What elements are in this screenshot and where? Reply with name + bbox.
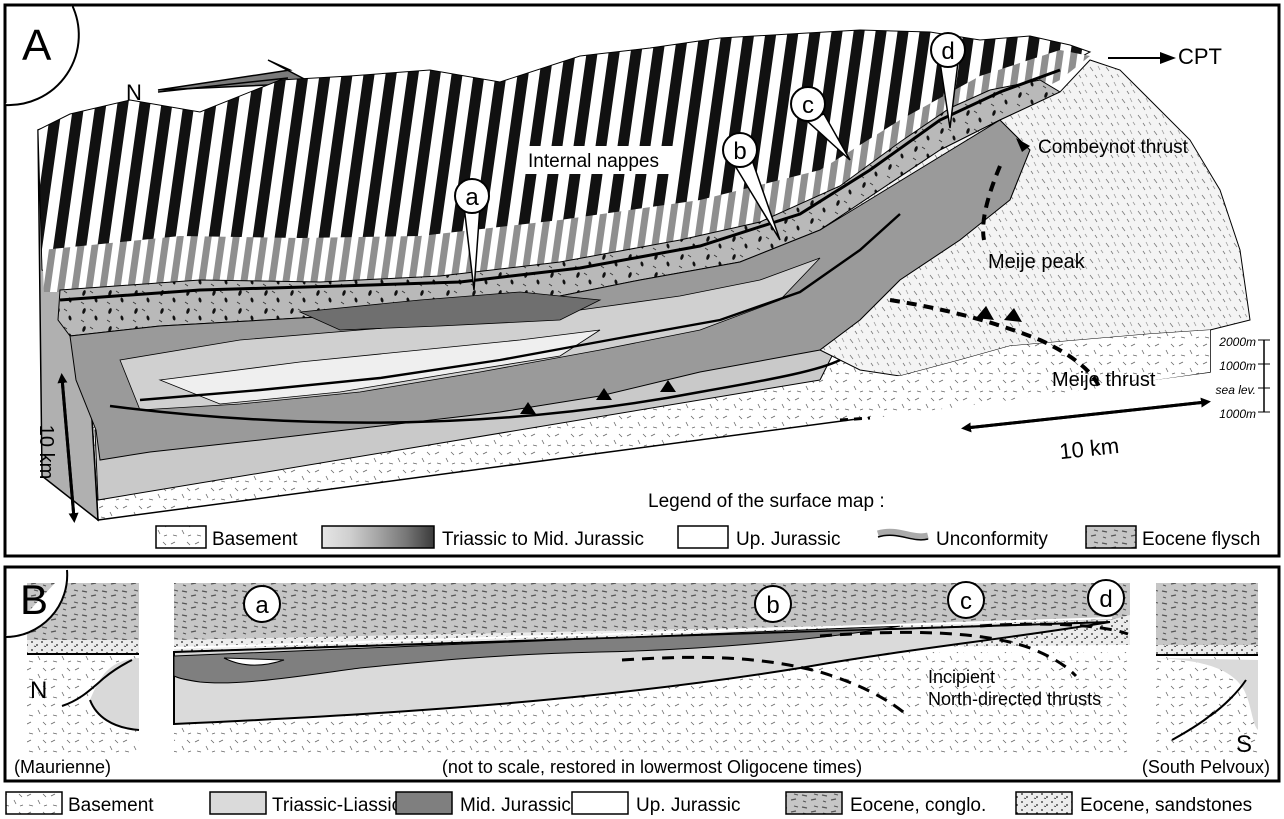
legend-triassic-swatch <box>210 792 266 814</box>
alt-tick-minus-1000: 1000m <box>1219 407 1256 421</box>
alt-tick-sea: sea lev. <box>1216 383 1256 397</box>
internal-nappes-label: Internal nappes <box>528 151 659 172</box>
meije-peak-label: Meije peak <box>988 251 1086 273</box>
section-right: S <box>1156 583 1258 758</box>
legend-a: Basement Triassic to Mid. Jurassic Up. J… <box>156 526 1260 550</box>
legend-a-eocene-swatch <box>1086 526 1136 548</box>
legend-upjurassic: Up. Jurassic <box>636 795 741 816</box>
caption-south-pelvoux: (South Pelvoux) <box>1142 757 1270 777</box>
caption-maurienne: (Maurienne) <box>14 757 111 777</box>
legend-a-triassic: Triassic to Mid. Jurassic <box>442 529 644 550</box>
legend-a-basement: Basement <box>212 529 298 550</box>
legend-upjurassic-swatch <box>572 792 628 814</box>
vertical-scale-label: 10 km <box>35 425 57 479</box>
section-center: Incipient North-directed thrusts <box>174 583 1130 756</box>
section-north-label: N <box>30 677 47 704</box>
b-marker-c: c <box>948 582 984 618</box>
panel-a: A N <box>5 5 1279 556</box>
combeynot-thrust-label: Combeynot thrust <box>1038 137 1189 158</box>
b-marker-b-label: b <box>766 592 779 619</box>
marker-d-label: d <box>941 38 954 65</box>
b-marker-a-label: a <box>255 592 269 619</box>
legend-basement-swatch <box>6 792 62 814</box>
marker-c-label: c <box>802 92 814 119</box>
b-marker-c-label: c <box>960 588 972 615</box>
legend-a-eocene: Eocene flysch <box>1142 529 1260 550</box>
marker-a-label: a <box>465 184 479 211</box>
legend-a-triassic-swatch <box>322 526 434 548</box>
legend-sandstones-swatch <box>1016 792 1072 814</box>
cpt-label: CPT <box>1178 44 1222 69</box>
section-south-label: S <box>1236 731 1252 758</box>
legend-basement: Basement <box>68 795 154 816</box>
bottom-legend: Basement Triassic-Liassic Mid. Jurassic … <box>6 792 1252 816</box>
legend-a-upjurassic: Up. Jurassic <box>736 529 841 550</box>
panel-b-letter: B <box>20 576 48 623</box>
legend-a-unconformity: Unconformity <box>936 529 1048 550</box>
caption-center: (not to scale, restored in lowermost Oli… <box>442 757 862 777</box>
marker-b-label: b <box>733 138 746 165</box>
legend-conglo: Eocene, conglo. <box>850 795 986 816</box>
panel-a-letter: A <box>22 21 52 70</box>
legend-midjurassic: Mid. Jurassic <box>460 795 571 816</box>
legend-a-title: Legend of the surface map : <box>648 491 885 512</box>
north-directed-thrusts-label: North-directed thrusts <box>928 689 1101 709</box>
meije-thrust-label: Meije thrust <box>1052 369 1156 391</box>
alt-tick-2000: 2000m <box>1218 335 1256 349</box>
legend-conglo-swatch <box>786 792 842 814</box>
b-marker-d: d <box>1088 580 1124 616</box>
legend-sandstones: Eocene, sandstones <box>1080 795 1252 816</box>
b-marker-a: a <box>244 586 280 622</box>
alt-tick-1000: 1000m <box>1219 359 1256 373</box>
legend-triassic: Triassic-Liassic <box>272 795 401 816</box>
b-marker-d-label: d <box>1099 586 1112 613</box>
legend-a-basement-swatch <box>156 526 206 548</box>
b-marker-b: b <box>755 586 791 622</box>
panel-b: N B Incipient North-directed thrusts <box>5 567 1279 781</box>
legend-midjurassic-swatch <box>396 792 452 814</box>
incipient-label: Incipient <box>928 667 995 687</box>
legend-a-upjurassic-swatch <box>678 526 728 548</box>
